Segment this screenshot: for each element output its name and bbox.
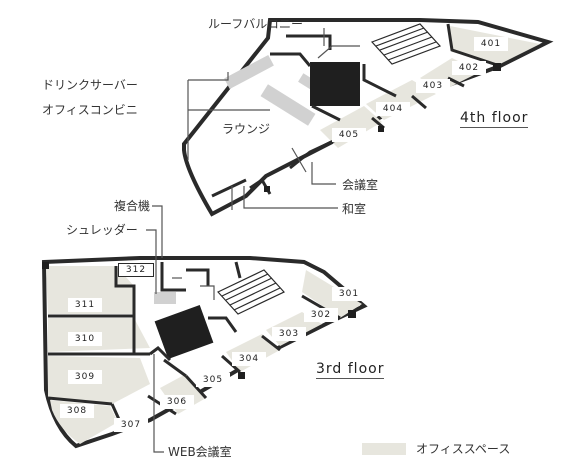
- third-floor-pillar-b: [238, 372, 245, 379]
- fourth-floor-thin-lines: [231, 45, 360, 210]
- fourth-floor-convenience-area: [260, 84, 316, 126]
- room-302: 302: [304, 308, 338, 322]
- leader-lines: [146, 28, 338, 453]
- label-japanese-room: 和室: [342, 202, 367, 216]
- fourth-floor-stairs: [370, 23, 442, 65]
- fourth-floor-pillar: [493, 63, 501, 71]
- room-401: 401: [474, 37, 508, 51]
- fourth-floor-walls: [211, 23, 501, 198]
- room-306: 306: [160, 395, 194, 409]
- label-office-convenience: オフィスコンビニ: [42, 103, 138, 117]
- third-floor-pillar-d: [42, 262, 49, 269]
- room-405: 405: [332, 128, 366, 142]
- legend-office-space-swatch: [362, 443, 406, 455]
- fourth-floor-pillar-c: [264, 186, 270, 192]
- label-lounge: ラウンジ: [222, 122, 271, 136]
- label-roof-balcony: ルーフバルコニー: [208, 17, 304, 31]
- room-402: 402: [452, 61, 486, 75]
- label-drink-server: ドリンクサーバー: [42, 78, 138, 92]
- third-floor-core: [154, 304, 214, 360]
- label-meeting-room: 会議室: [342, 178, 379, 192]
- room-301: 301: [332, 287, 366, 301]
- room-403: 403: [416, 79, 450, 93]
- third-floor-copier-area: [154, 292, 176, 304]
- room-305: 305: [196, 373, 230, 387]
- label-web-meeting-room: WEB会議室: [168, 445, 232, 459]
- fourth-floor-drink-area: [224, 54, 274, 90]
- label-copier: 複合機: [114, 199, 151, 213]
- third-floor-walls: [47, 261, 341, 427]
- room-310: 310: [68, 332, 102, 346]
- room-303: 303: [272, 327, 306, 341]
- fourth-floor-core: [310, 62, 360, 106]
- third-floor-title: 3rd floor: [316, 361, 385, 379]
- fourth-floor-title: 4th floor: [460, 110, 529, 128]
- room-312: 312: [118, 263, 154, 277]
- room-307: 307: [114, 418, 148, 432]
- room-311: 311: [68, 298, 102, 312]
- label-shredder: シュレッダー: [66, 223, 138, 237]
- room-308: 308: [60, 404, 94, 418]
- third-floor-pillar: [348, 310, 356, 318]
- legend-office-space-label: オフィススペース: [416, 442, 511, 456]
- fourth-floor-pillar-b: [378, 126, 384, 132]
- third-floor-thin-lines: [172, 277, 215, 300]
- room-404: 404: [376, 102, 410, 116]
- room-304: 304: [232, 352, 266, 366]
- third-floor-stairs: [217, 269, 285, 315]
- room-309: 309: [68, 370, 102, 384]
